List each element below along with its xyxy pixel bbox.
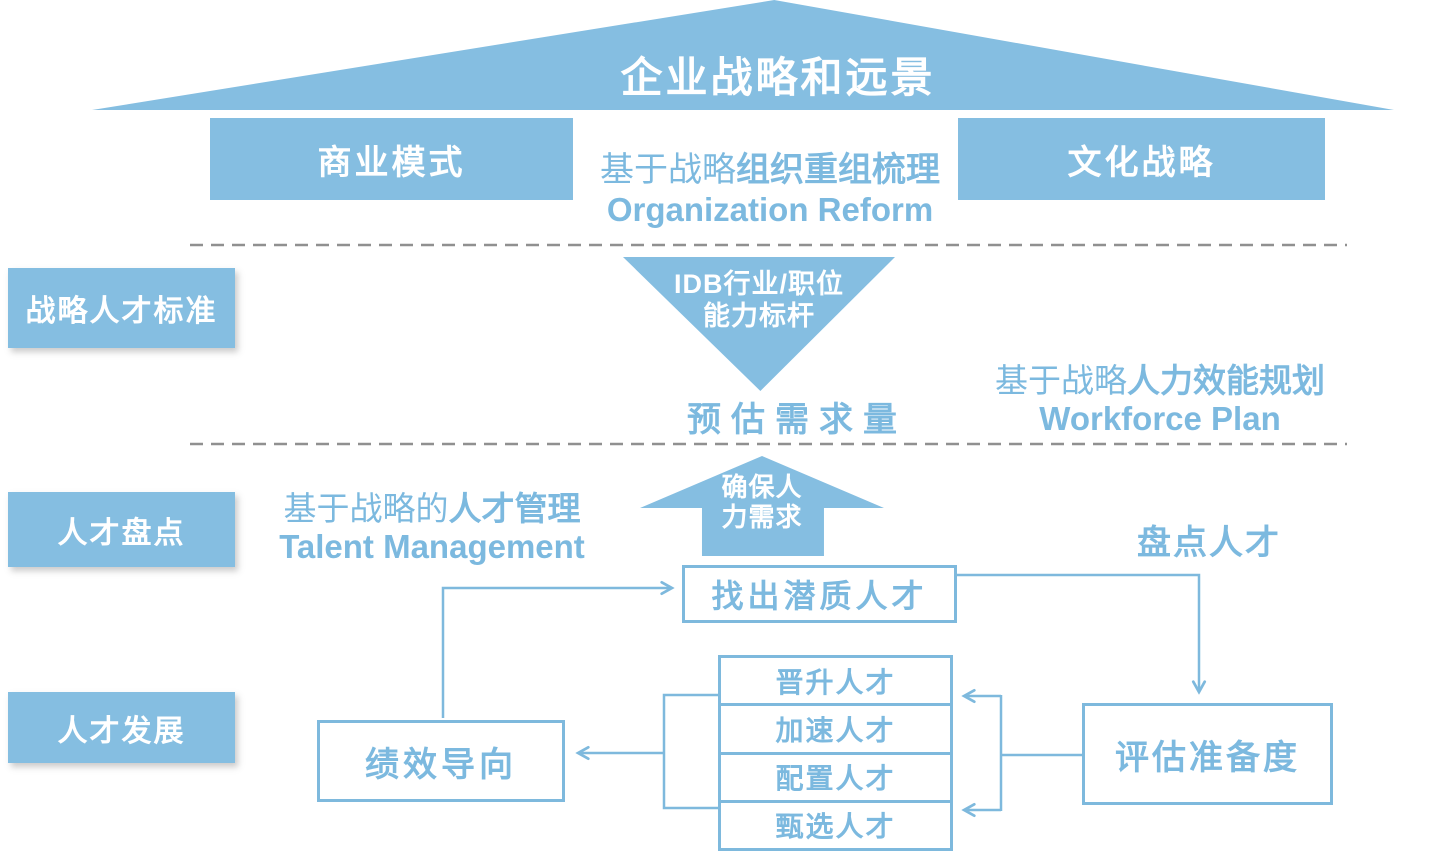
culture-strategy-label: 文化战略 — [1067, 143, 1216, 182]
readiness-assessment-box: 评估准备度 — [1082, 703, 1333, 805]
potential-talent-box: 找出潜质人才 — [682, 565, 957, 623]
workforce-plan-text: 基于战略人力效能规划 Workforce Plan — [995, 362, 1325, 438]
label-talent-development: 人才发展 — [8, 692, 235, 763]
arrow-performance-to-potential — [441, 588, 672, 718]
workforce-plan-cn: 基于战略人力效能规划 — [995, 362, 1325, 399]
roof-title: 企业战略和远景 — [620, 54, 936, 101]
talent-management-en: Talent Management — [279, 528, 585, 565]
org-reform-text: 基于战略组织重组梳理 Organization Reform — [600, 150, 940, 230]
business-model-box: 商业模式 — [210, 118, 573, 200]
performance-orientation-box: 绩效导向 — [317, 720, 565, 802]
workforce-plan-en: Workforce Plan — [1039, 400, 1281, 437]
stack-row-accelerate: 加速人才 — [721, 706, 950, 755]
funnel-line1: IDB行业/职位 — [674, 269, 844, 299]
left-bracket — [662, 693, 718, 810]
business-model-label: 商业模式 — [317, 143, 466, 182]
inventory-talent-note: 盘点人才 — [1137, 524, 1281, 562]
org-reform-cn: 基于战略组织重组梳理 — [600, 151, 940, 189]
arrow-potential-to-readiness — [957, 573, 1199, 692]
ensure-demand-line1: 确保人 — [721, 472, 803, 502]
benchmark-funnel-text: IDB行业/职位 能力标杆 — [623, 268, 895, 332]
label-talent-inventory: 人才盘点 — [8, 492, 235, 567]
estimate-demand-text: 预估需求量 — [687, 401, 907, 439]
culture-strategy-box: 文化战略 — [958, 118, 1325, 200]
talent-management-text: 基于战略的人才管理 Talent Management — [279, 490, 585, 566]
stack-row-select: 甄选人才 — [775, 811, 896, 843]
talent-stack: 晋升人才 加速人才 配置人才 甄选人才 — [718, 655, 953, 851]
ensure-demand-arrow-text: 确保人 力需求 — [640, 472, 884, 532]
talent-management-cn: 基于战略的人才管理 — [283, 490, 581, 527]
stack-row-allocate: 配置人才 — [721, 755, 950, 803]
stack-row-promote: 晋升人才 — [721, 658, 950, 707]
ensure-demand-line2: 力需求 — [721, 502, 803, 532]
label-strategic-talent-standard: 战略人才标准 — [8, 268, 235, 348]
funnel-line2: 能力标杆 — [703, 301, 815, 331]
org-reform-en: Organization Reform — [606, 191, 934, 228]
